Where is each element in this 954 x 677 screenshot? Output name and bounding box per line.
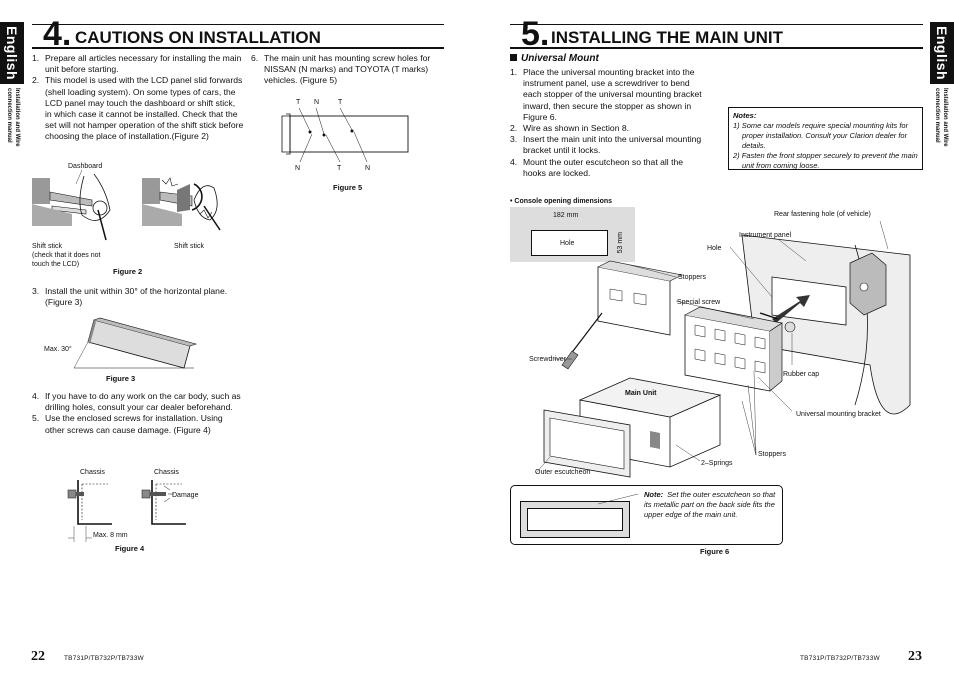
model-number-right: TB731P/TB732P/TB733W — [800, 655, 880, 662]
list-item: 1.Prepare all articles necessary for ins… — [32, 53, 242, 75]
fig5-mark-n2: N — [295, 165, 301, 172]
fig6-stoppers2-label: Stoppers — [758, 451, 787, 458]
fig5-mark-t3: T — [337, 165, 342, 172]
language-tab-label: English — [934, 25, 950, 81]
left-column-a: 1.Prepare all articles necessary for ins… — [32, 53, 244, 143]
language-tab-right: English — [930, 22, 954, 84]
section-title-right: INSTALLING THE MAIN UNIT — [551, 28, 783, 47]
list-item: 1.Place the universal mounting bracket i… — [510, 67, 702, 122]
left-column-b: 6.The main unit has mounting screw holes… — [251, 53, 446, 87]
section-number-left: 4. — [43, 15, 72, 53]
figure-3-drawing — [73, 317, 198, 369]
list-item: 4.If you have to do any work on the car … — [32, 391, 241, 413]
universal-mount-heading: Universal Mount — [510, 53, 599, 64]
section-number-right: 5. — [521, 15, 550, 53]
note-1: 1) Some car models require special mount… — [733, 121, 909, 150]
console-hole-rect — [531, 230, 608, 256]
language-tab-left: English — [0, 22, 24, 84]
figure-5-caption: Figure 5 — [333, 183, 363, 192]
model-number-left: TB731P/TB732P/TB733W — [64, 655, 144, 662]
note-2: 2) Fasten the front stopper securely to … — [733, 151, 918, 170]
header-rule-left — [32, 47, 444, 49]
figure-3-caption: Figure 3 — [106, 374, 136, 383]
left-column-d: 4.If you have to do any work on the car … — [32, 391, 244, 436]
figure-6-drawing — [535, 220, 911, 478]
escutcheon-drawing — [520, 501, 630, 538]
fig6-hole-label: Hole — [707, 245, 722, 252]
figure-4-drawing — [67, 480, 186, 542]
fig5-mark-n1: N — [314, 99, 320, 106]
fig4-chassis-left: Chassis — [80, 469, 105, 476]
fig4-chassis-right: Chassis — [154, 469, 179, 476]
language-tab-label: English — [4, 25, 20, 81]
list-item: 2.This model is used with the LCD panel … — [32, 75, 244, 142]
fig4-damage-label: Damage — [172, 492, 199, 499]
fig6-escutcheon-label: Outer escutcheon — [535, 469, 591, 476]
note-label: Note: — [644, 490, 664, 499]
page-number-right: 23 — [908, 649, 922, 664]
manual-subtitle-right: Installation and Wire connection manual — [934, 88, 948, 147]
figure-2-drawing — [32, 169, 221, 241]
escutcheon-note: Note:Set the outer escutcheon so that it… — [644, 490, 782, 520]
notes-title: Notes: — [733, 111, 757, 120]
caution-list-b: 4.If you have to do any work on the car … — [32, 391, 244, 436]
manual-subtitle-left: Installation and Wire connection manual — [6, 88, 20, 147]
fig2-shift-note: (check that it does not touch the LCD) — [32, 252, 101, 268]
fig6-instrument-panel-label: Instrument panel — [739, 232, 792, 239]
fig6-springs-label: 2–Springs — [701, 460, 733, 467]
page-number-left: 22 — [31, 649, 45, 664]
square-bullet-icon — [510, 54, 517, 61]
right-column-text: 1.Place the universal mounting bracket i… — [510, 67, 705, 179]
left-column-c: 3.Install the unit within 30° of the hor… — [32, 286, 244, 308]
fig4-max-label: Max. 8 mm — [93, 532, 128, 539]
list-item: 5.Use the enclosed screws for installati… — [32, 413, 223, 435]
fig6-main-unit-label: Main Unit — [625, 390, 657, 397]
fig2-shift-stick-right: Shift stick — [174, 243, 204, 250]
header-rule-top-left — [32, 24, 444, 25]
list-item: 3.Insert the main unit into the universa… — [510, 134, 702, 156]
fig6-rubber-cap-label: Rubber cap — [783, 371, 820, 378]
console-width-label: 182 mm — [553, 212, 579, 219]
console-dimensions-title: • Console opening dimensions — [510, 198, 613, 205]
list-item: 2.Wire as shown in Section 8. — [510, 123, 630, 134]
figure-2-caption: Figure 2 — [113, 267, 143, 276]
fig6-bracket-label: Universal mounting bracket — [796, 411, 881, 418]
notes-box: Notes: 1) Some car models require specia… — [728, 107, 923, 170]
console-hole-label: Hole — [560, 240, 575, 247]
fig5-mark-t1: T — [296, 99, 301, 106]
header-rule-right — [510, 47, 923, 49]
fig6-rear-hole-label: Rear fastening hole (of vehicle) — [774, 211, 871, 218]
fig2-dashboard-label: Dashboard — [68, 163, 103, 170]
header-rule-top-right — [510, 24, 923, 25]
caution-list-3: 3.Install the unit within 30° of the hor… — [32, 286, 244, 308]
fig2-shift-stick-left: Shift stick — [32, 243, 62, 250]
escutcheon-note-box — [510, 485, 783, 545]
note-text: Set the outer escutcheon so that its met… — [644, 490, 776, 519]
figure-5-drawing — [281, 107, 409, 163]
list-item: 4.Mount the outer escutcheon so that all… — [510, 156, 684, 178]
fig5-mark-n3: N — [365, 165, 371, 172]
figure-6-caption: Figure 6 — [700, 547, 730, 556]
list-item: 3.Install the unit within 30° of the hor… — [32, 286, 228, 308]
fig6-special-screw-label: Special screw — [677, 299, 721, 306]
list-item: 6.The main unit has mounting screw holes… — [251, 53, 431, 86]
section-title-left: CAUTIONS ON INSTALLATION — [75, 28, 321, 47]
figure-4-caption: Figure 4 — [115, 544, 145, 553]
install-list: 1.Place the universal mounting bracket i… — [510, 67, 705, 179]
fig3-angle-label: Max. 30° — [44, 346, 72, 353]
fig5-mark-t2: T — [338, 99, 343, 106]
fig6-screwdriver-label: Screwdriver — [529, 356, 566, 363]
caution-list-6: 6.The main unit has mounting screw holes… — [251, 53, 446, 87]
fig6-stoppers-label: Stoppers — [678, 274, 707, 281]
note-leader-line — [597, 493, 639, 505]
caution-list-a: 1.Prepare all articles necessary for ins… — [32, 53, 244, 143]
